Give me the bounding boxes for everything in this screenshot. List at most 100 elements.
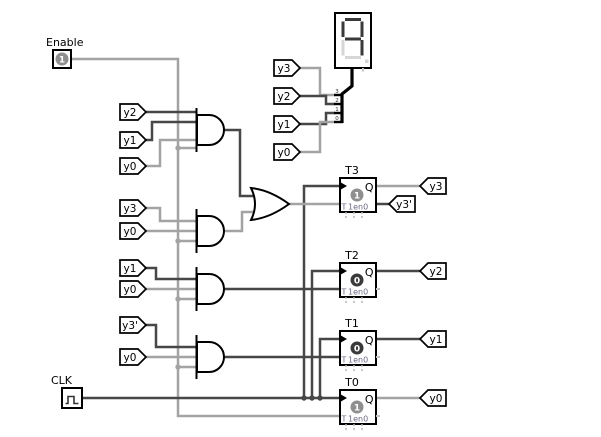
or-gate[interactable] (249, 186, 291, 222)
t-flipflop-t3[interactable]: T3 Q 1 T 1en0 (339, 164, 377, 218)
tunnel-out-y3p[interactable]: y3' (387, 195, 416, 213)
tunnel-label: y2 (430, 266, 443, 278)
t-input-label: T (341, 415, 347, 424)
segment-bottom-left (341, 40, 345, 56)
tunnel-y3-a[interactable]: y3 (119, 199, 148, 217)
seven-segment-display[interactable] (334, 12, 372, 72)
tunnel-disp-y3[interactable]: y3 (273, 59, 302, 77)
and-gate-2[interactable] (195, 209, 225, 253)
segment-bottom (345, 56, 361, 59)
tunnel-label: y1 (124, 135, 137, 147)
t-input-label: T (341, 288, 347, 297)
tunnel-label: y3' (122, 320, 138, 332)
ff-name: T3 (344, 164, 359, 177)
q-output-label: Q (365, 181, 374, 194)
tunnel-label: y3' (396, 199, 412, 211)
clock-waveform-icon (65, 395, 79, 405)
tunnel-disp-y0[interactable]: y0 (273, 143, 302, 161)
tunnel-y0-d[interactable]: y0 (119, 348, 148, 366)
segment-dp (365, 59, 369, 63)
enable-label: Enable (46, 36, 84, 49)
clock-triangle-icon (340, 267, 347, 275)
wires-and2-inputs (146, 206, 196, 233)
south-pin-labels: 1en0 (348, 203, 368, 212)
south-pin-labels: 1en0 (348, 415, 368, 424)
splitter-bit-label: 1 (335, 107, 339, 113)
ff-state-value: 1 (354, 192, 360, 202)
ff-name: T2 (344, 249, 359, 262)
tunnel-label: y3 (278, 63, 291, 75)
south-pin-labels: 1en0 (348, 288, 368, 297)
tunnel-label: y3 (124, 203, 137, 215)
t-flipflop-t0[interactable]: T0 Q 1 T 1en0 (339, 376, 380, 430)
tunnel-out-y2[interactable]: y2 (418, 262, 447, 280)
wire-and2-to-or (224, 210, 257, 233)
q-output-label: Q (365, 334, 374, 347)
tunnel-label: y2 (124, 107, 137, 119)
wire-and1-to-or (224, 128, 257, 198)
segment-middle (345, 37, 361, 41)
clock-triangle-icon (340, 394, 347, 402)
wire-enable-net (71, 57, 340, 418)
ff-state-value: 0 (354, 345, 360, 355)
tunnel-disp-y2[interactable]: y2 (273, 87, 302, 105)
south-pin-labels: 1en0 (348, 356, 368, 365)
splitter-bit-label: 2 (335, 98, 339, 104)
ff-state-circle (350, 341, 364, 355)
tunnel-label: y0 (124, 352, 137, 364)
t-flipflop-t2[interactable]: T2 Q 0 T 1en0 (339, 249, 380, 303)
segment-bottom-right (360, 40, 364, 56)
segment-top-right (360, 21, 364, 37)
tunnel-label: y1 (430, 334, 443, 346)
clock-input[interactable]: CLK (51, 374, 83, 409)
enable-state-circle (55, 52, 69, 66)
tunnel-label: y1 (124, 263, 137, 275)
t-input-label: T (341, 203, 347, 212)
and-gate-1[interactable] (195, 108, 225, 152)
tunnel-y3p[interactable]: y3' (119, 316, 148, 334)
tunnel-label: y1 (278, 119, 291, 131)
tunnel-y1-b[interactable]: y1 (119, 259, 148, 277)
q-output-label: Q (365, 393, 374, 406)
clock-triangle-icon (340, 335, 347, 343)
wire-clock-net (82, 184, 340, 401)
splitter[interactable]: 3 2 1 0 (334, 68, 354, 124)
tunnel-label: y0 (124, 226, 137, 238)
enable-state-value: 1 (59, 56, 65, 66)
q-output-label: Q (365, 266, 374, 279)
tunnel-y0-a[interactable]: y0 (119, 157, 148, 175)
ff-name: T0 (344, 376, 359, 389)
t-input-label: T (341, 356, 347, 365)
tunnel-out-y3[interactable]: y3 (418, 177, 447, 195)
wires-and3-inputs (146, 266, 196, 291)
ff-state-value: 0 (354, 277, 360, 287)
and-gate-3[interactable] (195, 267, 225, 311)
tunnel-label: y3 (430, 181, 443, 193)
clock-triangle-icon (340, 182, 347, 190)
tunnel-out-y0[interactable]: y0 (418, 389, 447, 407)
tunnel-y2-a[interactable]: y2 (119, 103, 148, 121)
ff-state-value: 1 (354, 404, 360, 414)
and-gate-4[interactable] (195, 335, 225, 379)
tunnel-label: y0 (124, 161, 137, 173)
clk-label: CLK (51, 374, 73, 387)
wires-ff-outputs (376, 184, 420, 400)
tunnel-y1-a[interactable]: y1 (119, 131, 148, 149)
tunnel-disp-y1[interactable]: y1 (273, 115, 302, 133)
ff-name: T1 (344, 317, 359, 330)
tunnel-out-y1[interactable]: y1 (418, 330, 447, 348)
wires-display-inputs (300, 66, 335, 154)
t-flipflop-t1[interactable]: T1 Q 0 T 1en0 (339, 317, 380, 371)
tunnel-label: y0 (430, 393, 443, 405)
enable-input-pin[interactable]: Enable 1 (46, 36, 84, 69)
tunnel-label: y0 (124, 284, 137, 296)
tunnel-y0-c[interactable]: y0 (119, 280, 148, 298)
segment-top (345, 18, 361, 21)
ff-state-circle (350, 188, 364, 202)
tunnel-y0-b[interactable]: y0 (119, 222, 148, 240)
tunnel-label: y0 (278, 147, 291, 159)
wires-and1-inputs (146, 110, 196, 168)
tunnel-label: y2 (278, 91, 291, 103)
